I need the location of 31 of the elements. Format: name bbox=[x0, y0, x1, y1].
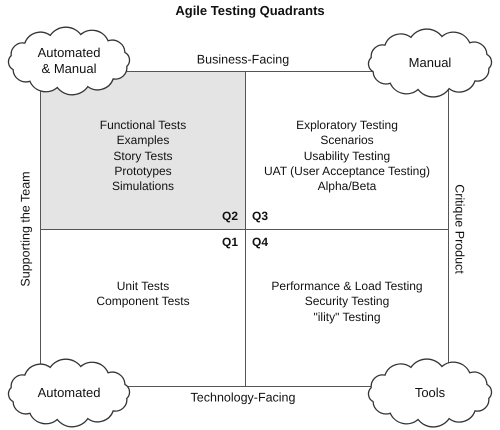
axis-label: Business-Facing bbox=[196, 52, 290, 68]
test-type-label: Exploratory Testing bbox=[296, 118, 398, 134]
quadrant-number: Q3 bbox=[252, 210, 268, 223]
cloud-label: Tools bbox=[414, 385, 446, 401]
quadrant-panel bbox=[40, 229, 246, 387]
diagram-title: Agile Testing Quadrants bbox=[175, 3, 325, 19]
axis-label: Supporting the Team bbox=[18, 171, 34, 287]
test-type-label: Usability Testing bbox=[304, 148, 390, 164]
test-type-label: Story Tests bbox=[113, 148, 173, 164]
test-type-label: Examples bbox=[116, 133, 170, 149]
quadrant-panel bbox=[245, 229, 449, 387]
axis-label: Technology-Facing bbox=[190, 390, 296, 406]
test-type-label: Prototypes bbox=[114, 164, 172, 180]
test-type-label: Alpha/Beta bbox=[318, 179, 376, 194]
test-type-label: Scenarios bbox=[320, 133, 374, 149]
cloud-label: Manual bbox=[408, 55, 452, 71]
quadrant-number: Q1 bbox=[222, 236, 238, 249]
quadrant-number: Q2 bbox=[222, 210, 238, 223]
test-type-label: Component Tests bbox=[96, 294, 190, 310]
test-type-label: "ility" Testing bbox=[314, 310, 380, 325]
cloud-label: Automated & Manual bbox=[36, 45, 102, 77]
quadrant-number: Q4 bbox=[252, 236, 268, 249]
cloud-label: Automated bbox=[38, 385, 100, 401]
test-type-label: Unit Tests bbox=[116, 279, 170, 294]
axis-label: Critique Product bbox=[452, 184, 466, 274]
test-type-label: Performance & Load Testing bbox=[271, 279, 423, 294]
quadrant-panel bbox=[245, 71, 449, 230]
test-type-label: UAT (User Acceptance Testing) bbox=[264, 164, 430, 180]
test-type-label: Simulations bbox=[112, 179, 174, 194]
test-type-label: Security Testing bbox=[304, 294, 390, 310]
test-type-label: Functional Tests bbox=[100, 118, 186, 134]
